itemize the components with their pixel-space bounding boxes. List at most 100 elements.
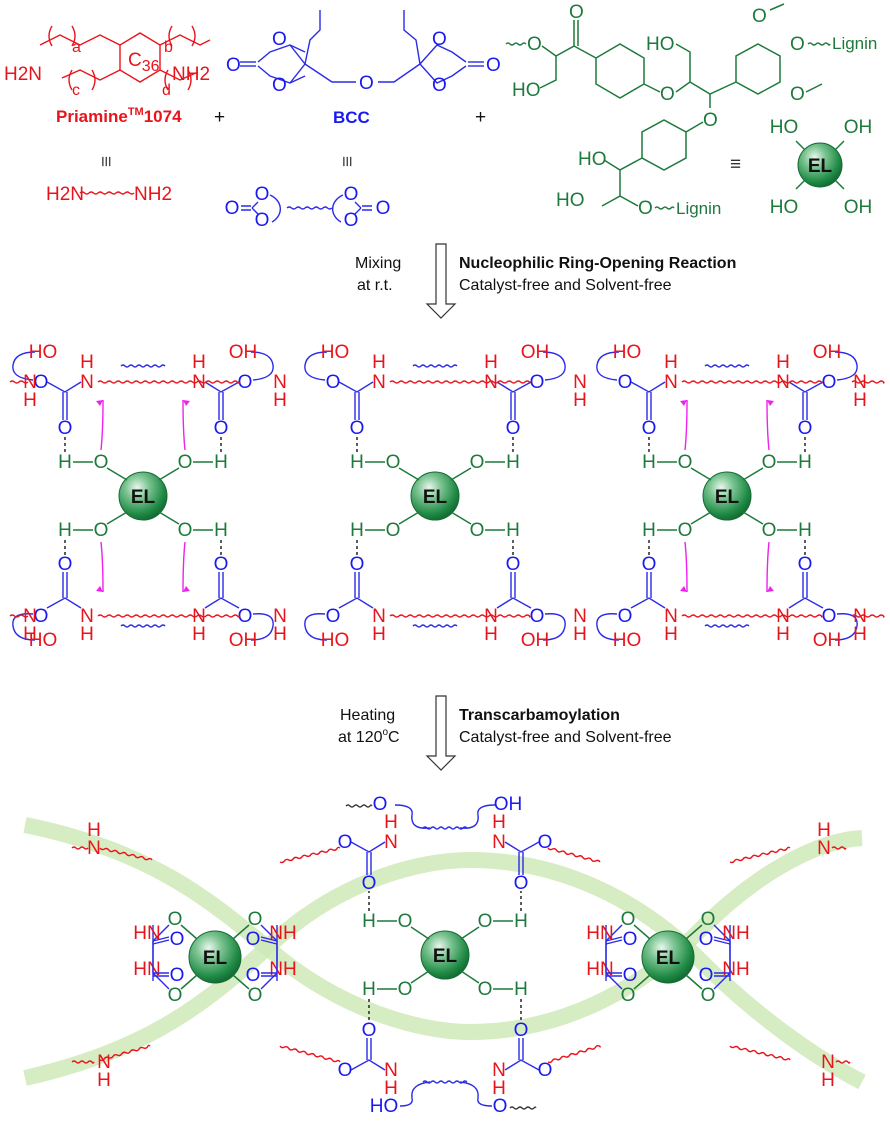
hydroxyl-H: H <box>362 979 376 1000</box>
ring-opened-arc <box>304 613 328 641</box>
wavy-linker <box>412 364 458 368</box>
hydroxyl-H: H <box>642 520 656 541</box>
hydroxyl-HO: HO <box>646 34 675 55</box>
ester-O: O <box>168 985 183 1006</box>
subscript-a: a <box>72 39 81 56</box>
arrowhead-icon <box>183 586 190 592</box>
amine-H: H <box>273 624 287 645</box>
amine-N: N <box>23 372 37 393</box>
wavy-linker <box>286 206 333 210</box>
down-arrow-icon <box>425 243 457 319</box>
amine-chain <box>71 846 89 850</box>
double-bond <box>261 972 277 977</box>
urethane-N: N <box>484 372 498 393</box>
lignin-label: Lignin <box>676 199 721 218</box>
ring-O: O <box>255 210 270 231</box>
amine-chain <box>279 1045 341 1063</box>
hydroxyl-H: H <box>58 520 72 541</box>
step1-subtitle: Catalyst-free and Solvent-free <box>459 277 672 294</box>
hydroxyl-H: H <box>350 452 364 473</box>
bond <box>350 841 386 853</box>
bond <box>232 924 250 940</box>
reaction-step-1: Mixing at r.t. Nucleophilic Ring-Opening… <box>355 243 736 319</box>
electron-arrow <box>100 541 104 593</box>
amine-N: N <box>273 606 287 627</box>
ring-O: O <box>344 210 359 231</box>
bond <box>338 381 374 393</box>
urethane-N: N <box>192 606 206 627</box>
wavy-linker <box>120 624 166 628</box>
hydroxyl-O: O <box>398 979 413 1000</box>
amine-chain <box>681 380 823 384</box>
ester-O: O <box>618 372 633 393</box>
ester-O: O <box>338 832 353 853</box>
bond <box>633 974 651 990</box>
equivalent-symbol-bcc: ≡ <box>336 156 357 167</box>
subscript-b: b <box>164 39 173 56</box>
hydroxyl-H: H <box>798 452 812 473</box>
urethane-H: H <box>372 352 386 373</box>
hydroxyl-O: O <box>470 520 485 541</box>
ether-O: O <box>703 110 718 131</box>
amine-N: N <box>573 606 587 627</box>
urethane-H: H <box>664 352 678 373</box>
urethane-H: H <box>372 624 386 645</box>
amine-H: H <box>573 624 587 645</box>
wavy-linker-priamine <box>79 191 135 195</box>
hydroxyl-OH: OH <box>844 197 873 218</box>
bond <box>460 926 480 940</box>
amine-N: N <box>87 838 101 859</box>
double-bond <box>646 572 652 598</box>
electron-arrow <box>684 399 688 451</box>
hydroxyl-HO: HO <box>770 197 799 218</box>
hydroxyl: HO <box>613 342 642 363</box>
hydroxyl-OH: OH <box>844 117 873 138</box>
double-bond <box>62 392 68 420</box>
carbonyl-O: O <box>699 965 714 986</box>
double-bond <box>518 852 524 875</box>
bond <box>410 970 430 984</box>
step2-condition-line2: at 120oC <box>338 727 400 746</box>
network-strand <box>23 851 866 1090</box>
arc <box>459 1081 493 1107</box>
step2-subtitle: Catalyst-free and Solvent-free <box>459 729 672 746</box>
hydroxyl-H: H <box>506 520 520 541</box>
carbonyl-O: O <box>58 554 73 575</box>
el-sphere <box>797 142 843 188</box>
ester-O: O <box>326 372 341 393</box>
hydroxyl: OH <box>813 630 842 651</box>
bond <box>643 83 661 93</box>
wavy-bond <box>509 1106 537 1110</box>
hydroxyl-O: O <box>478 979 493 1000</box>
bond <box>539 56 557 89</box>
bond <box>769 3 785 11</box>
benzene-ring-syringyl <box>735 43 781 95</box>
urethane-H: H <box>776 352 790 373</box>
carbonyl-O: O <box>170 965 185 986</box>
carbonyl-O: O <box>642 554 657 575</box>
bond <box>601 157 643 207</box>
ester-O: O <box>621 985 636 1006</box>
bond <box>605 924 623 942</box>
amine-chain <box>547 1045 601 1064</box>
wavy-linker <box>412 624 458 628</box>
bond <box>685 121 704 133</box>
benzene-ring <box>595 43 645 99</box>
amine-chain <box>835 1060 851 1064</box>
urethane-N: N <box>80 606 94 627</box>
electron-arrow <box>766 541 770 593</box>
urethane-H: H <box>484 624 498 645</box>
bond <box>788 381 824 393</box>
hydroxyl-H: H <box>506 452 520 473</box>
bond <box>633 924 651 940</box>
amine-H: H <box>273 390 287 411</box>
ester-O: O <box>338 1060 353 1081</box>
double-bond <box>606 972 622 977</box>
urethane-H: H <box>192 624 206 645</box>
carbonyl-O: O <box>214 554 229 575</box>
bond <box>158 467 180 481</box>
